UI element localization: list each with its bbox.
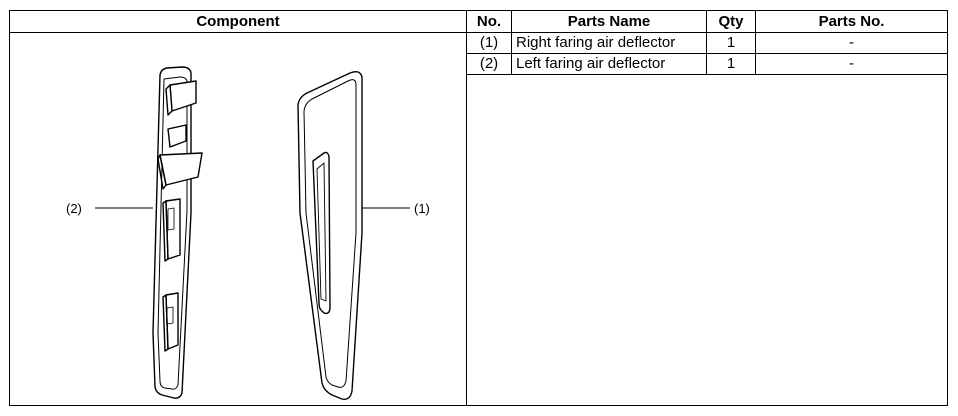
row-2-no: (2) bbox=[479, 55, 499, 72]
row-1-no: (1) bbox=[479, 34, 499, 51]
component-illustration: (2) (1) bbox=[66, 66, 430, 401]
column-divider bbox=[511, 11, 512, 74]
left-air-deflector bbox=[152, 66, 203, 399]
column-divider bbox=[466, 11, 467, 405]
header-qty: Qty bbox=[718, 13, 744, 30]
row-divider bbox=[466, 53, 947, 54]
row-1-name: Right faring air deflector bbox=[516, 34, 676, 51]
column-divider bbox=[706, 11, 707, 74]
column-divider bbox=[755, 11, 756, 74]
header-no: No. bbox=[476, 13, 502, 30]
header-divider bbox=[10, 32, 947, 33]
right-air-deflector bbox=[297, 70, 363, 401]
row-2-qty: 1 bbox=[726, 55, 736, 72]
row-2-parts-no: - bbox=[849, 55, 854, 72]
row-2-name: Left faring air deflector bbox=[516, 55, 666, 72]
row-1-qty: 1 bbox=[726, 34, 736, 51]
row-1-parts-no: - bbox=[849, 34, 854, 51]
callout-label-right: (1) bbox=[414, 201, 430, 216]
parts-table: Component No. Parts Name Qty Parts No. (… bbox=[9, 10, 948, 406]
header-parts-no: Parts No. bbox=[818, 13, 885, 30]
callout-label-left: (2) bbox=[66, 201, 82, 216]
row-divider bbox=[466, 74, 947, 75]
header-parts-name: Parts Name bbox=[567, 13, 651, 30]
header-component: Component bbox=[196, 13, 280, 30]
